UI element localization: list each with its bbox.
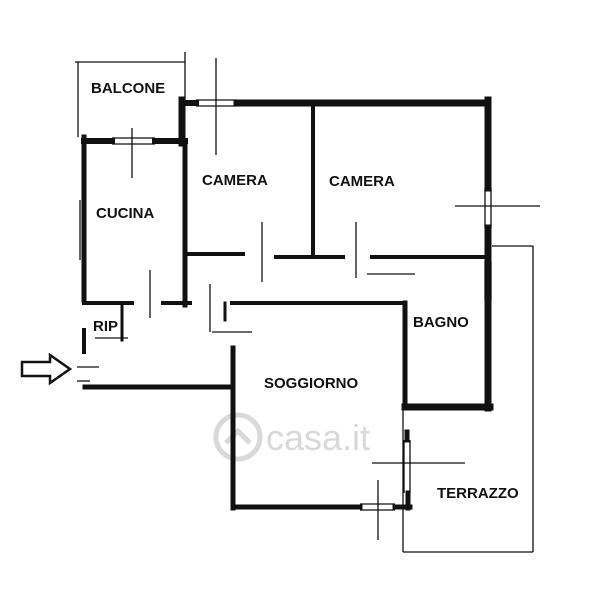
house-logo-icon xyxy=(213,412,263,462)
entrance-arrow-icon xyxy=(20,352,73,386)
room-label-soggiorno: SOGGIORNO xyxy=(264,375,359,392)
thin-lines xyxy=(75,52,540,553)
room-label-terrazzo: TERRAZZO xyxy=(437,485,519,502)
room-label-bagno: BAGNO xyxy=(413,314,469,331)
watermark-text: casa.it xyxy=(266,417,370,458)
room-label-camera-1: CAMERA xyxy=(202,172,268,189)
room-label-balcone: BALCONE xyxy=(91,80,165,97)
walls xyxy=(81,96,494,511)
room-label-cucina: CUCINA xyxy=(96,205,154,222)
room-label-rip: RIP xyxy=(93,318,118,335)
watermark: casa.it xyxy=(213,412,370,462)
room-label-camera-2: CAMERA xyxy=(329,173,395,190)
